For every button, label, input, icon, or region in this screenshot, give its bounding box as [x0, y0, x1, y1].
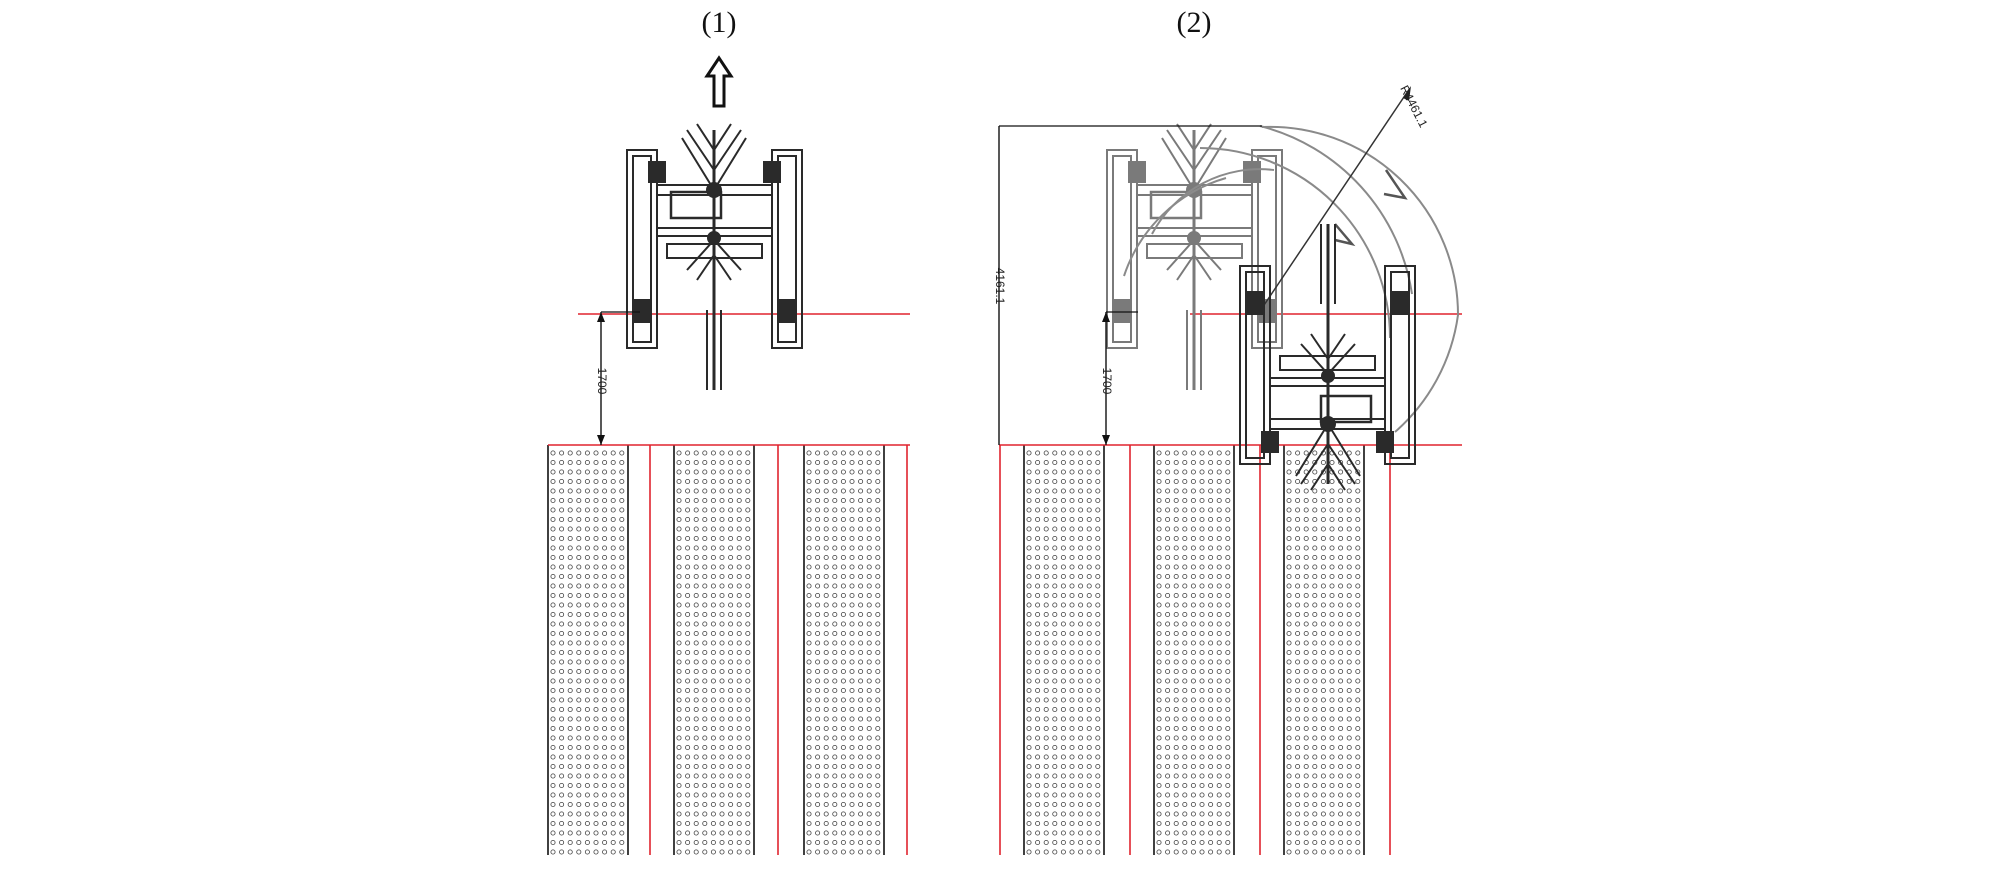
wheel-hub [1261, 431, 1279, 453]
wheel-hub [1114, 299, 1132, 323]
bed-holes [806, 450, 881, 855]
planting-bed [1023, 445, 1105, 855]
wheel-hub [777, 299, 795, 323]
wheel-hub [648, 161, 666, 183]
center-joint [1320, 416, 1336, 432]
right-track [1239, 265, 1271, 465]
wheel-hub [1390, 291, 1408, 315]
planting-bed [1153, 445, 1235, 855]
right-track [1251, 149, 1283, 349]
right-track-inner [1245, 271, 1265, 459]
planting-bed [673, 445, 755, 855]
bed-holes [1286, 450, 1361, 855]
left-track-inner [1390, 271, 1410, 459]
left-track-inner [632, 155, 652, 343]
machine-straight [626, 123, 803, 390]
engine-box [1149, 190, 1203, 220]
dimension-text-1700: 1700 [595, 368, 609, 395]
wheel-hub [634, 299, 652, 323]
planting-beds [547, 445, 1365, 855]
bed-holes [550, 450, 625, 855]
dimension-text-4161: 4161.1 [993, 268, 1007, 305]
curved-arrow-icon [1334, 223, 1356, 247]
curved-arrow-icon [1383, 169, 1408, 200]
radius-label: R4461.1 [1397, 83, 1430, 130]
right-track-inner [777, 155, 797, 343]
center-joint [707, 231, 721, 245]
dimension-4161-panel-2: 4161.1 [993, 125, 1262, 445]
wheel-hub [1247, 291, 1265, 315]
center-joint [1187, 231, 1201, 245]
dimension-1700-panel-1: 1700 [595, 311, 640, 445]
left-track [626, 149, 658, 349]
left-track [1384, 265, 1416, 465]
center-joint [706, 182, 722, 198]
right-track-inner [1257, 155, 1277, 343]
machine-frame [1106, 123, 1283, 390]
planting-bed [1283, 445, 1365, 855]
radius-leader [1257, 87, 1411, 315]
wheel-hub [763, 161, 781, 183]
bed-holes [1026, 450, 1101, 855]
wheel-hub [1376, 431, 1394, 453]
bed-holes [1156, 450, 1231, 855]
wheel-hub [1243, 161, 1261, 183]
right-track [771, 149, 803, 349]
planting-bed [803, 445, 885, 855]
left-track-inner [1112, 155, 1132, 343]
panel-2-label: (2) [1176, 6, 1212, 39]
wheel-hub [1128, 161, 1146, 183]
machine-ghost-before-turn [1106, 123, 1283, 390]
machine-turned [1239, 224, 1416, 491]
dimension-text-1700: 1700 [1100, 368, 1114, 395]
bed-holes [676, 450, 751, 855]
up-arrow-icon [704, 55, 734, 108]
machine-frame [626, 123, 803, 390]
radius-arrowhead [1403, 86, 1411, 101]
engine-box [669, 190, 723, 220]
machine-turned-body [1239, 224, 1416, 491]
panel-1-label: (1) [701, 6, 737, 39]
machine-frame [1239, 224, 1416, 491]
dimension-1700-panel-2: 1700 [1100, 311, 1138, 445]
planting-bed [547, 445, 629, 855]
engine-box [1319, 394, 1373, 424]
